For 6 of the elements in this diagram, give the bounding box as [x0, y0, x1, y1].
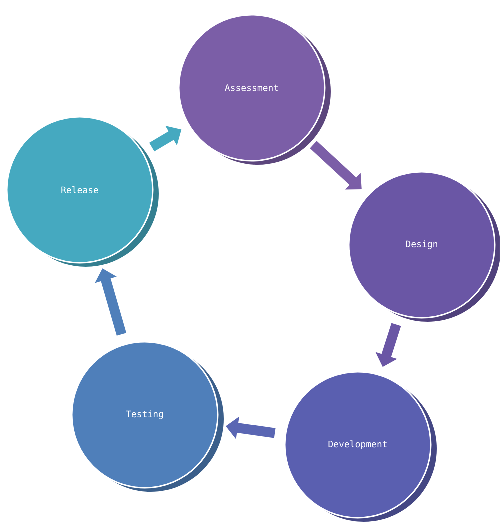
disc: Assessment [178, 14, 331, 165]
disc: Release [6, 116, 159, 267]
disc: Testing [71, 341, 224, 492]
disc: Development [284, 371, 437, 522]
disc: Design [348, 171, 500, 322]
block-arrow [310, 141, 362, 190]
